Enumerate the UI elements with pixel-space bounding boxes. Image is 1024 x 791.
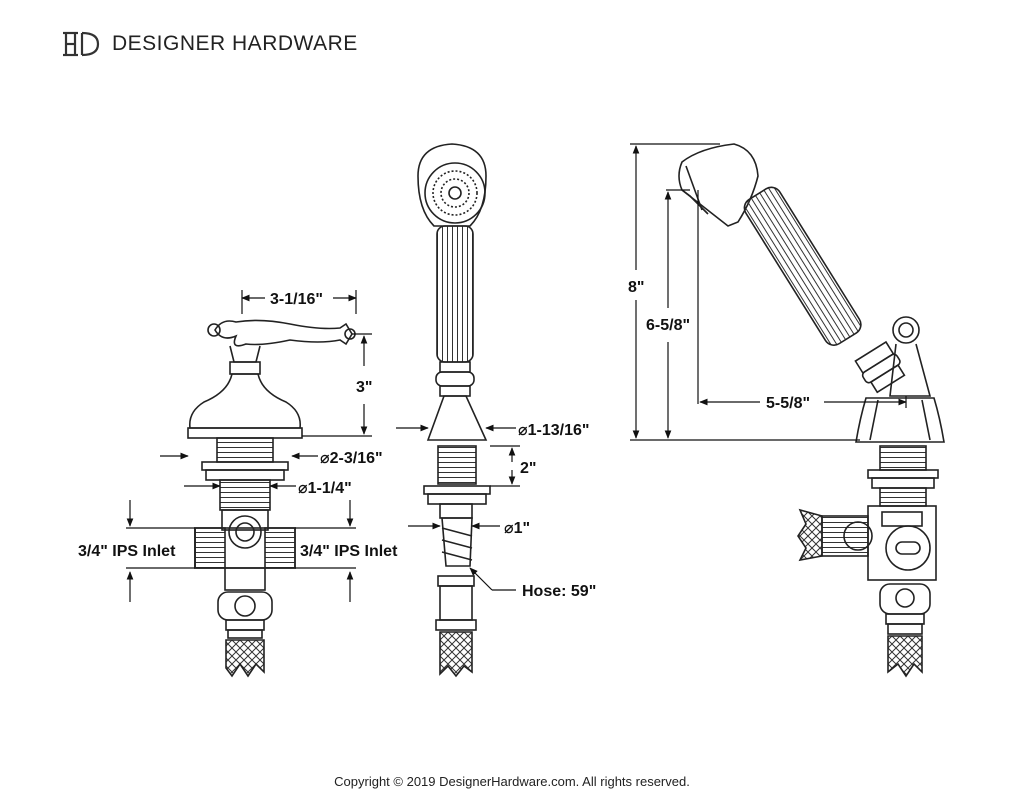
shank-length-label: 2" [520, 460, 536, 477]
handle-width-label: 3-1/16" [270, 291, 323, 308]
hose-length-label: Hose: 59" [522, 583, 596, 600]
brand-header: DESIGNER HARDWARE [62, 28, 358, 60]
overall-height-label: 8" [628, 279, 644, 296]
spray-reach-label: 5-5/8" [766, 395, 810, 412]
holder-diameter-label: ⌀1-13/16" [518, 422, 589, 439]
shank-diameter-label: ⌀1-1/4" [298, 480, 352, 497]
flange-diameter-label: ⌀2-3/16" [320, 450, 383, 467]
inlet-right-label: 3/4" IPS Inlet [300, 543, 398, 560]
diverter-valve-view [187, 319, 356, 678]
handle-height-label: 3" [356, 379, 372, 396]
holder-height-label: 6-5/8" [646, 317, 690, 334]
hand-shower-side-view [678, 143, 945, 678]
hose-fitting-diameter-label: ⌀1" [504, 520, 530, 537]
copyright-text: Copyright © 2019 DesignerHardware.com. A… [334, 774, 690, 789]
hand-shower-front-view [417, 143, 491, 678]
brand-name: DESIGNER HARDWARE [112, 32, 358, 55]
inlet-left-label: 3/4" IPS Inlet [78, 543, 176, 560]
brand-logo-icon [63, 31, 100, 57]
